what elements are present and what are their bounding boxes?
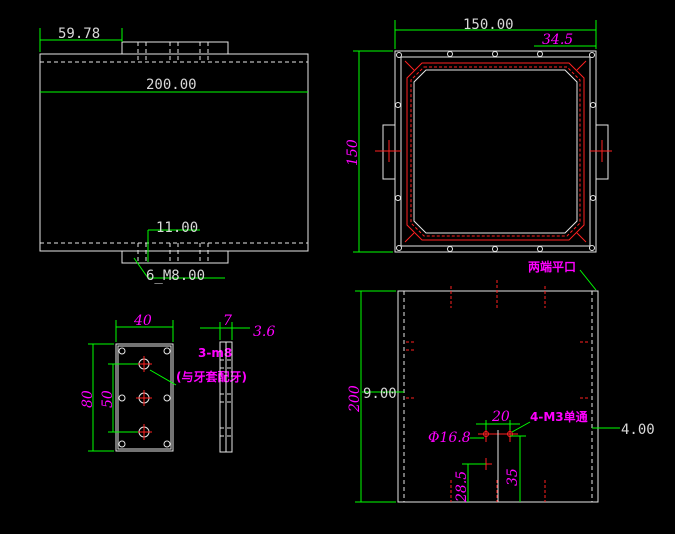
plate-side-hidden-holes (220, 359, 232, 437)
dim-line-40 (115, 320, 174, 342)
dim-40: 40 (133, 313, 152, 329)
view-frame-top-right: 150.00 34.5 150 (345, 17, 612, 253)
view-plate-front: 40 80 50 3-m8 (与牙套配牙) (80, 313, 247, 452)
dim-line-35 (510, 435, 526, 502)
dim-line-50 (108, 363, 138, 433)
tube-holes-note-leader (511, 421, 531, 433)
dim-150-vertical: 150 (345, 139, 361, 166)
dim-28-5: 28.5 (454, 471, 470, 503)
plate-corner-holes (118, 347, 171, 448)
frame-inner-opening (413, 69, 578, 234)
frame-outer-edge-2 (400, 56, 591, 247)
dim-9-00: 9.00 (363, 386, 397, 402)
dim-line-7 (200, 322, 250, 340)
dim-phi-16-8: Φ16.8 (428, 430, 471, 446)
dim-6-m8: 6_M8.00 (146, 268, 205, 284)
side-view-top-boss (121, 41, 229, 55)
plate-holes-note: 3-m8 (198, 346, 232, 360)
dim-line-11-00 (147, 229, 200, 262)
dim-line-59-78 (39, 28, 123, 52)
frame-seal-groove-dashed (410, 66, 581, 237)
dim-line-28-5 (462, 463, 486, 502)
dim-3-6: 3.6 (253, 324, 275, 340)
dim-line-150-00 (394, 20, 597, 49)
side-view-top-boss-holes (137, 42, 209, 62)
dim-line-20 (476, 420, 520, 430)
side-view-bottom-boss (121, 250, 229, 264)
frame-bolt-holes (395, 51, 596, 252)
tube-holes-note: 4-M3单通 (530, 409, 588, 424)
dim-line-80 (88, 343, 114, 452)
dim-80: 80 (80, 390, 96, 408)
tube-end-note: 两端平口 (528, 259, 576, 274)
view-side-top-left: 59.78 200.00 11.00 6_M8.00 (39, 26, 309, 284)
dim-leader-6-m8 (133, 257, 225, 279)
plate-inner-edge (117, 345, 172, 450)
tube-thread-marks-bottom (450, 480, 546, 502)
side-view-bottom-boss-holes (137, 243, 209, 263)
tube-end-note-leader (579, 269, 597, 291)
dim-34-5: 34.5 (542, 32, 573, 48)
dim-200-vertical: 200 (347, 385, 363, 413)
dim-200-00: 200.00 (146, 77, 197, 93)
frame-lug-right (595, 124, 609, 180)
frame-lug-left (382, 124, 396, 180)
plate-note-leader (149, 369, 177, 386)
plate-hole-centerlines (136, 356, 152, 440)
view-plate-side: 7 3.6 (200, 313, 275, 453)
frame-seal-groove-outer (406, 62, 585, 241)
tube-side-marks (406, 341, 590, 399)
plate-holes-note-2: (与牙套配牙) (176, 369, 247, 384)
frame-lug-centerlines (375, 140, 612, 162)
frame-outer-edge (394, 50, 597, 253)
dim-50: 50 (100, 390, 116, 408)
dim-line-150-vertical (353, 50, 393, 253)
view-tube-elevation: 两端平口 200 9.00 20 4-M3单通 4.00 Φ (347, 259, 655, 503)
dim-20: 20 (491, 409, 510, 425)
plate-outline (115, 343, 174, 452)
dim-59-78: 59.78 (58, 26, 100, 42)
tube-thread-marks-top (450, 280, 546, 308)
frame-corner-marks (404, 60, 587, 243)
dim-4-00: 4.00 (621, 422, 655, 438)
dim-line-200-vertical (355, 290, 396, 503)
dim-150-00: 150.00 (463, 17, 514, 33)
dim-11-00: 11.00 (156, 220, 198, 236)
dim-35: 35 (505, 468, 521, 486)
dim-7: 7 (223, 313, 232, 329)
